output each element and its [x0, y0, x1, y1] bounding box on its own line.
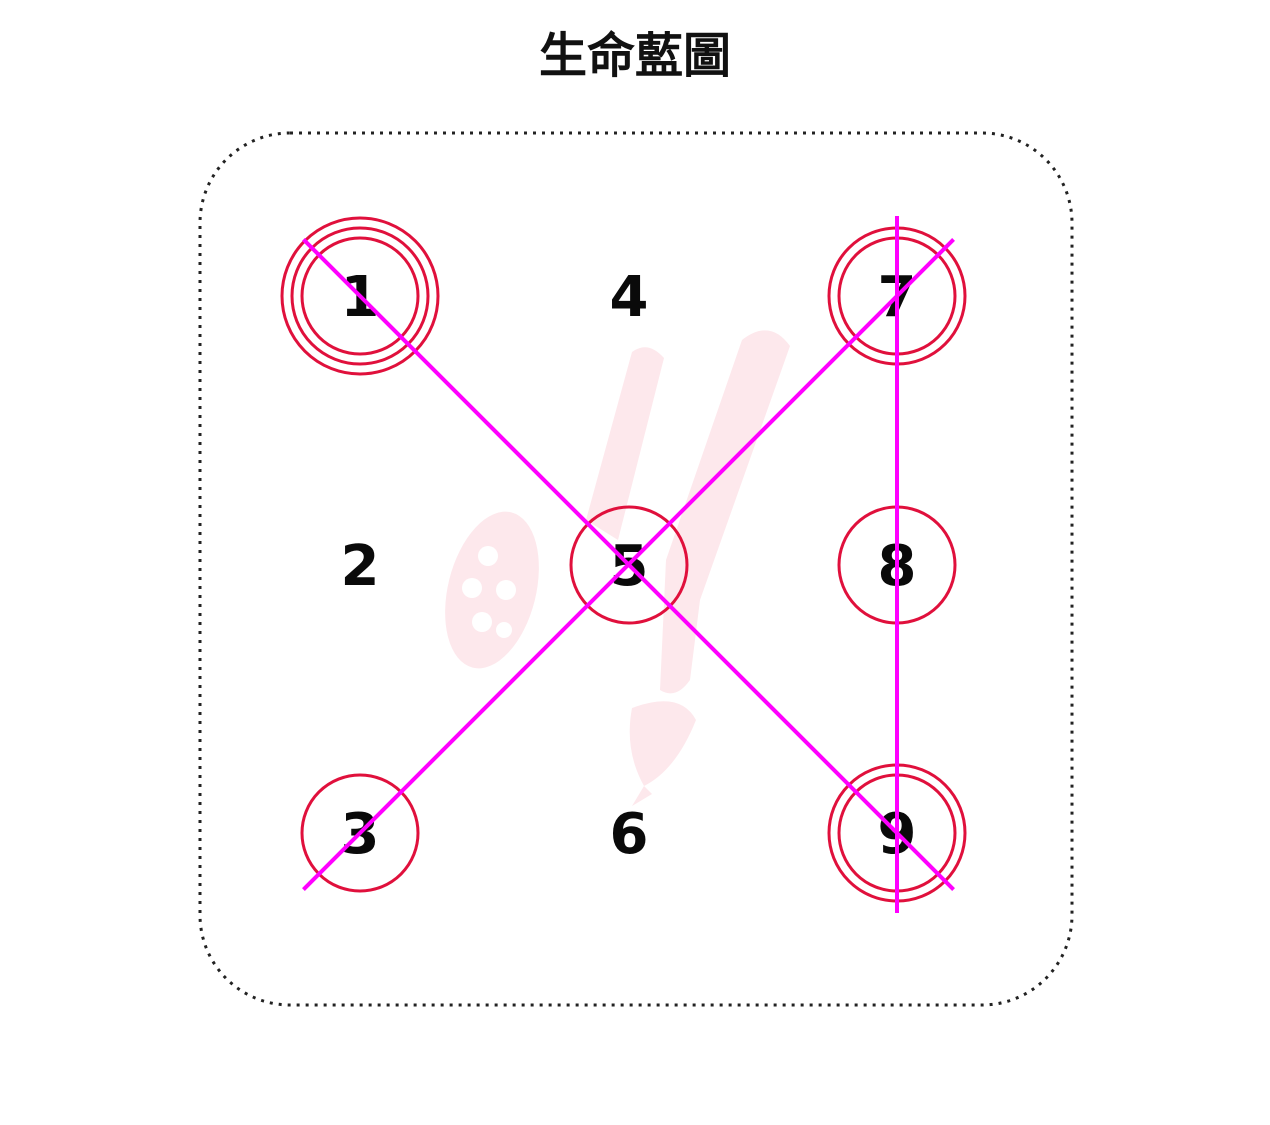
- circle-mark-5-ring-1: [569, 505, 689, 625]
- grid-number-2: 2: [341, 534, 380, 599]
- page-title: 生命藍圖: [539, 28, 731, 84]
- circle-mark-3-ring-1: [300, 773, 420, 893]
- circle-mark-1-ring-1: [300, 236, 420, 356]
- grid-number-6: 6: [610, 802, 649, 867]
- grid-number-4: 4: [610, 265, 649, 330]
- line-layer: [302, 216, 955, 913]
- circle-mark-1-ring-3: [280, 216, 440, 376]
- circle-mark-1-ring-2: [290, 226, 430, 366]
- connection-line-3-7: [302, 238, 955, 891]
- grid-border: [198, 131, 1074, 1007]
- film-reel-brush-logo-icon: [445, 330, 790, 806]
